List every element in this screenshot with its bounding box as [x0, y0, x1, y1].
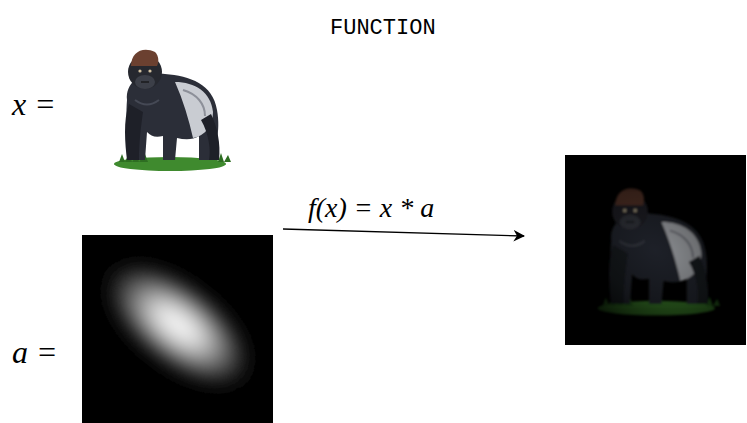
variable-label: x = — [12, 88, 56, 120]
diagram-title: FUNCTION — [330, 18, 436, 40]
kernel-background — [82, 235, 273, 423]
blurred-output — [565, 155, 746, 345]
gaussian-blob — [84, 239, 272, 410]
function-arrow — [283, 229, 524, 236]
gaussian-kernel — [84, 239, 272, 410]
edge-darkening — [565, 155, 746, 345]
variable-label: a = — [12, 336, 58, 368]
vignette-mask — [565, 155, 746, 345]
function-label: f(x) = x * a — [308, 194, 434, 222]
gorilla-image — [114, 50, 231, 171]
